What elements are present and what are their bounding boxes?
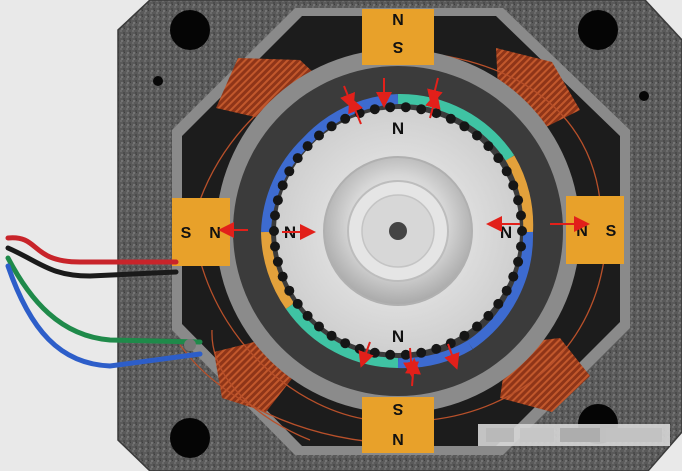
pole-right-outer-label: S — [606, 223, 617, 240]
rotor-tooth — [284, 166, 295, 177]
flux-arrows — [218, 77, 590, 387]
shaft-icon — [323, 156, 473, 306]
pole-top-inner-label: S — [392, 38, 403, 55]
arrow-bottom-4 — [405, 358, 421, 387]
rotor-teeth — [269, 102, 527, 360]
rotor-tooth — [302, 310, 313, 321]
rotor-tooth — [340, 113, 351, 124]
rotor-tooth — [445, 338, 456, 349]
pole-left-outer-label: S — [181, 225, 192, 242]
pole-bottom-inner-label: S — [392, 400, 403, 417]
rotor-tooth — [513, 256, 524, 267]
rotor-tooth — [472, 321, 482, 332]
rotor-label-right: N — [500, 223, 512, 242]
pole-top-outer-label: N — [392, 10, 404, 27]
rotor-tooth — [483, 141, 494, 152]
rotor-tooth — [270, 241, 280, 252]
rotor-label-bottom: N — [392, 327, 404, 346]
stator-pole-left: S N — [172, 198, 230, 266]
rotor-tooth — [270, 210, 280, 221]
arrow-top-2 — [348, 96, 363, 125]
arrow-bottom-1 — [358, 341, 374, 368]
rotor-tooth — [416, 347, 427, 358]
rotor-tooth — [292, 153, 303, 164]
rotor-tooth — [314, 130, 324, 141]
rotor-tooth — [501, 285, 512, 296]
rotor-tooth — [369, 347, 380, 358]
rotor-tooth — [277, 180, 288, 191]
rotor-tooth — [516, 241, 526, 252]
rotor-tooth — [459, 121, 470, 132]
rotor-tooth — [269, 226, 279, 236]
wire-bundle-icon — [5, 235, 203, 369]
stator-pole-bottom: S N — [362, 397, 434, 453]
arrow-top-5 — [425, 92, 441, 119]
rotor-tooth — [385, 102, 396, 113]
rotor-tooth — [431, 108, 442, 119]
rotor-tooth — [513, 195, 524, 206]
pole-bottom-outer-label: N — [392, 430, 404, 447]
rotor-tooth — [516, 210, 526, 221]
rotor-tooth — [326, 121, 337, 132]
rotor-tooth — [292, 298, 303, 309]
rotor-tooth — [277, 271, 288, 282]
rotor-tooth — [326, 330, 337, 341]
rotor-tooth — [302, 141, 313, 152]
pole-right-inner-label: N — [576, 223, 588, 240]
arrow-bottom-3 — [444, 343, 460, 370]
rotor-tooth — [272, 256, 283, 267]
pole-left-inner-label: N — [209, 225, 221, 242]
rotor-tooth — [272, 195, 283, 206]
rotor-tooth — [459, 330, 470, 341]
rotor-tooth — [431, 343, 442, 354]
rotor-tooth — [354, 343, 365, 354]
rotor-tooth — [416, 104, 427, 115]
rotor-tooth — [493, 298, 504, 309]
rotor-tooth — [400, 102, 411, 113]
rotor-tooth — [400, 349, 411, 360]
rotor-label-top: N — [392, 119, 404, 138]
rotor-tooth — [501, 166, 512, 177]
rotor-tooth — [508, 180, 519, 191]
rotor-tooth — [445, 113, 456, 124]
rotor-tooth — [493, 153, 504, 164]
rotor-tooth — [284, 285, 295, 296]
rotor-tooth — [340, 338, 351, 349]
stator-pole-top: N S — [362, 9, 434, 65]
rotor-tooth — [483, 310, 494, 321]
watermark-blur — [478, 424, 670, 446]
rotor-tooth — [369, 104, 380, 115]
rotor-tooth — [508, 271, 519, 282]
rotor-tooth — [472, 130, 482, 141]
rotor-tooth — [385, 349, 396, 360]
rotor-tooth — [517, 226, 527, 236]
rotor-tooth — [314, 321, 324, 332]
stator-pole-right: N S — [566, 196, 624, 264]
